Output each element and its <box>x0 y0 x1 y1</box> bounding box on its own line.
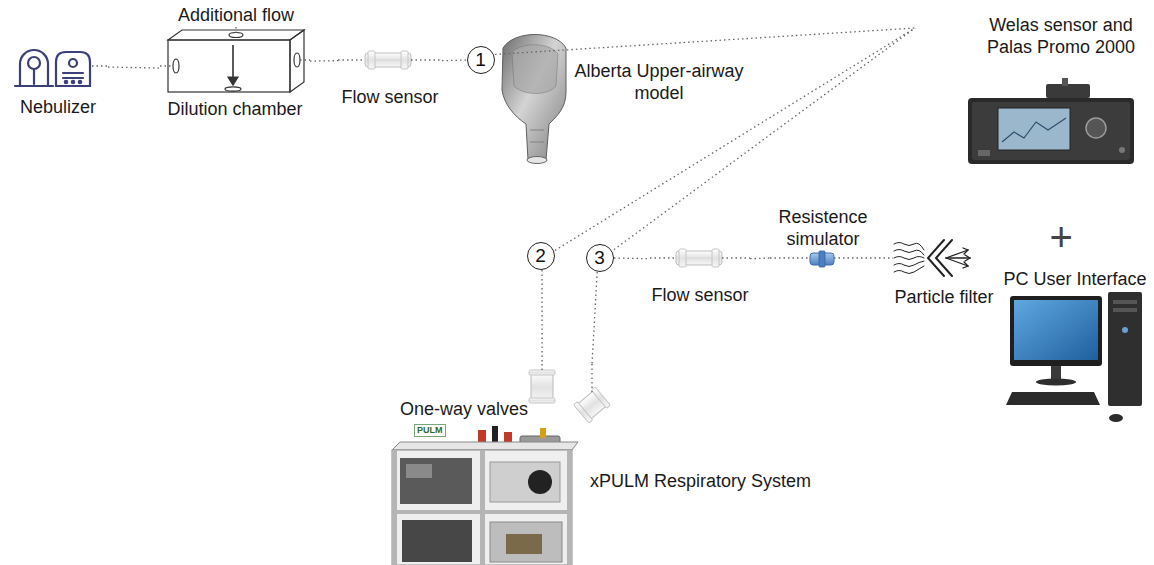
valve-icon <box>529 370 555 403</box>
callout-number: 2 <box>528 243 553 268</box>
dotted-connector <box>879 257 888 258</box>
airway-model-drawing <box>502 35 566 164</box>
node-label: Flow sensor <box>342 86 439 108</box>
callout-number: 3 <box>587 245 612 270</box>
nebulizer-icon <box>15 50 90 86</box>
dotted-connector <box>614 257 650 259</box>
flow-sensor-icon <box>676 249 722 267</box>
node-label: PC User Interface <box>1004 268 1147 290</box>
resistance-icon <box>810 251 834 267</box>
aerosol-spectrometer: Welas sensor and Palas Promo 2000 <box>915 8 1149 168</box>
node-label: One-way valves <box>400 398 528 420</box>
dotted-connector <box>495 28 915 54</box>
node-label: Dilution chamber <box>168 98 303 120</box>
dilution-chamber: Dilution chamber <box>160 28 310 123</box>
pc-interface: PC User Interface <box>1000 268 1150 428</box>
valve-icon <box>574 387 611 423</box>
flow-sensor: Flow sensor <box>338 46 442 111</box>
node-label: Particle filter <box>895 286 994 308</box>
sampling-point: 1 <box>467 46 495 74</box>
dotted-connector <box>592 272 597 364</box>
sampling-point: 3 <box>586 244 614 272</box>
node-label: Welas sensor and Palas Promo 2000 <box>981 14 1141 58</box>
dotted-connector <box>541 270 542 364</box>
logo-text: PULM <box>414 424 446 437</box>
dotted-connector <box>108 67 160 68</box>
spectrometer-device <box>968 78 1134 164</box>
dotted-connector <box>310 60 338 62</box>
node-label: Alberta Upper-airway model <box>574 60 744 104</box>
flow-label: Additional flow <box>178 4 294 26</box>
nebulizer: Nebulizer <box>8 42 108 121</box>
respiratory-system: xPULM Respiratory System <box>380 440 825 565</box>
plus-sign: + <box>1050 214 1073 260</box>
flow-leader <box>235 27 236 33</box>
node-label: Resistence simulator <box>770 206 876 250</box>
node-label: Nebulizer <box>20 96 96 118</box>
upper-airway-model: Alberta Upper-airway model <box>495 30 745 170</box>
resistance-simulator: Resistence simulator <box>770 206 879 272</box>
callout-number: 1 <box>468 47 493 72</box>
sampling-point: 2 <box>527 242 555 270</box>
dotted-connector <box>555 28 915 250</box>
computer-icon <box>1006 292 1142 422</box>
respiratory-system-drawing <box>392 426 578 565</box>
one-way-valves: One-way valves <box>398 364 616 424</box>
node-label: Flow sensor <box>652 284 749 306</box>
flow-sensor: Flow sensor <box>650 244 750 309</box>
dotted-connector <box>442 59 467 61</box>
particle-filter: Particle filter <box>888 238 1000 310</box>
flow-sensor-icon <box>365 51 411 69</box>
dotted-connector <box>750 257 770 259</box>
dilution-chamber-drawing <box>168 30 304 92</box>
node-label: xPULM Respiratory System <box>590 470 811 492</box>
particle-filter-icon <box>894 240 970 276</box>
connector-stub <box>92 60 893 392</box>
